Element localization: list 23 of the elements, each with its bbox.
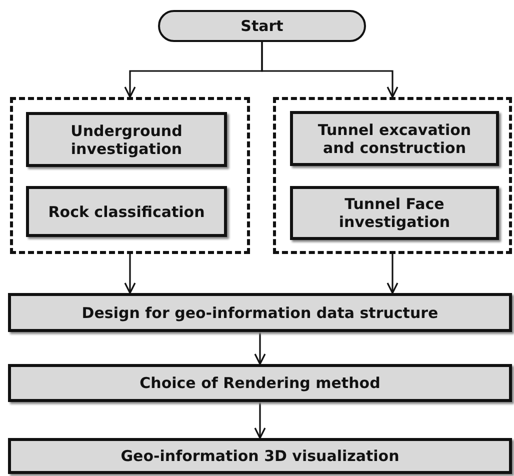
dashed-group-box — [10, 97, 250, 254]
node-label: Design for geo-information data structure — [80, 304, 440, 322]
process-box — [290, 111, 499, 166]
start-terminal — [158, 10, 366, 42]
dashed-group-box — [273, 97, 512, 254]
node-label: Underground investigation — [70, 122, 184, 158]
process-box — [26, 186, 227, 237]
process-box — [26, 112, 227, 167]
process-box — [8, 438, 512, 474]
node-label: Tunnel Face investigation — [338, 195, 452, 231]
arrow — [254, 332, 266, 365]
process-box — [8, 293, 512, 332]
arrow — [124, 254, 136, 294]
arrow — [261, 42, 398, 98]
node-label: Rock classification — [47, 202, 206, 220]
node-label: Start — [240, 17, 284, 35]
arrow — [386, 254, 398, 294]
arrow — [254, 402, 266, 439]
process-box — [8, 364, 512, 402]
node-label: Tunnel excavation and construction — [316, 120, 472, 156]
node-label: Geo-information 3D visualization — [120, 447, 400, 465]
node-label: Choice of Rendering method — [138, 374, 382, 392]
process-box — [290, 186, 499, 240]
